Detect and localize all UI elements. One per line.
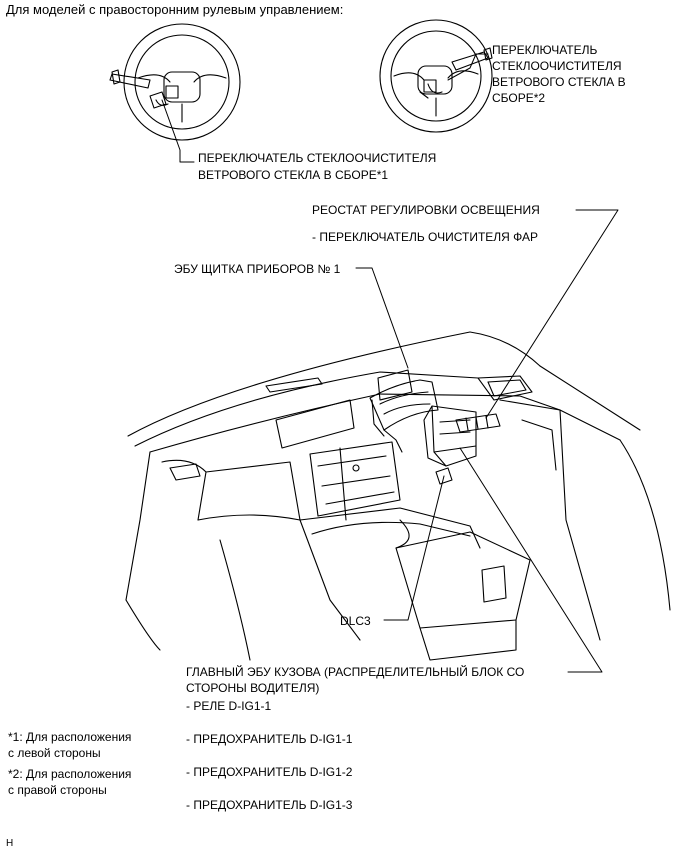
label-dlc3: DLC3	[340, 614, 371, 628]
label-wiper-switch-2-line-4: СБОРЕ*2	[492, 91, 546, 105]
corner-mark: H	[6, 838, 14, 849]
header-text: Для моделей с правосторонним рулевым упр…	[6, 2, 344, 17]
dashboard-illustration	[125, 331, 671, 661]
label-main-body-ecu-line-1: ГЛАВНЫЙ ЭБУ КУЗОВА (РАСПРЕДЕЛИТЕЛЬНЫЙ БЛ…	[186, 665, 525, 679]
note-2-line-2: с правой стороны	[8, 783, 107, 797]
label-headlamp-cleaner: - ПЕРЕКЛЮЧАТЕЛЬ ОЧИСТИТЕЛЯ ФАР	[312, 230, 539, 244]
label-wiper-switch-2-line-3: ВЕТРОВОГО СТЕКЛА В	[492, 75, 626, 89]
steering-wheel-left-illustration	[109, 23, 241, 141]
label-wiper-switch-2-line-1: ПЕРЕКЛЮЧАТЕЛЬ	[492, 43, 598, 57]
note-1-line-1: *1: Для расположения	[8, 730, 132, 744]
label-fuse-1: - ПРЕДОХРАНИТЕЛЬ D-IG1-1	[186, 732, 353, 746]
label-relay: - РЕЛЕ D-IG1-1	[186, 699, 272, 713]
label-wiper-switch-1-line-1: ПЕРЕКЛЮЧАТЕЛЬ СТЕКЛООЧИСТИТЕЛЯ	[198, 151, 437, 165]
leader-lines	[161, 53, 619, 673]
note-1-line-2: с левой стороны	[8, 746, 101, 760]
label-fuse-3: - ПРЕДОХРАНИТЕЛЬ D-IG1-3	[186, 798, 353, 812]
steering-wheel-right-illustration	[379, 19, 493, 133]
note-2-line-1: *2: Для расположения	[8, 767, 132, 781]
label-wiper-switch-2-line-2: СТЕКЛООЧИСТИТЕЛЯ	[492, 59, 622, 73]
label-main-body-ecu-line-2: СТОРОНЫ ВОДИТЕЛЯ)	[186, 681, 320, 695]
label-rheostat: РЕОСТАТ РЕГУЛИРОВКИ ОСВЕЩЕНИЯ	[312, 203, 540, 217]
label-combination-meter-ecu: ЭБУ ЩИТКА ПРИБОРОВ № 1	[174, 262, 341, 276]
label-wiper-switch-1-line-2: ВЕТРОВОГО СТЕКЛА В СБОРЕ*1	[198, 168, 389, 182]
label-fuse-2: - ПРЕДОХРАНИТЕЛЬ D-IG1-2	[186, 765, 353, 779]
